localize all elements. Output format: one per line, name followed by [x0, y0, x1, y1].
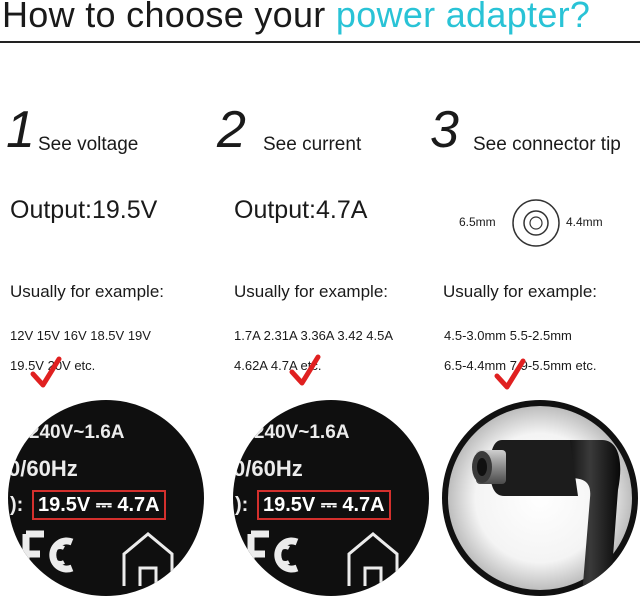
usually-label: Usually for example: — [234, 282, 389, 301]
label-rating-text: 0-240V~1.6A — [12, 422, 125, 443]
example-line-1: 12V 15V 16V 18.5V 19V — [10, 328, 151, 343]
label-prefix-text: ): — [235, 494, 249, 516]
output-voltage: Output:19.5V — [10, 196, 158, 224]
checkmark-icon — [30, 356, 62, 388]
output-current: Output:4.7A — [234, 196, 368, 224]
title-underline — [0, 41, 640, 43]
example-line-1: 1.7A 2.31A 3.36A 3.42 4.5A — [234, 328, 394, 343]
example-line-1: 4.5-3.0mm 5.5-2.5mm — [444, 328, 572, 343]
page-title: How to choose your power adapter? — [2, 0, 590, 36]
connector-tip-diagram-icon — [512, 199, 560, 247]
usually-label: Usually for example: — [443, 282, 598, 301]
output-highlight-box: 19.5V ⎓ 4.7A — [257, 490, 391, 520]
label-prefix-text: ): — [10, 494, 24, 516]
step-number: 2 — [217, 101, 246, 159]
indoor-use-house-icon — [122, 532, 174, 586]
dc-plug-photo — [448, 406, 632, 596]
label-frequency-text: 0/60Hz — [233, 456, 303, 481]
step-voltage: 1 See voltage Output:19.5V Usually for e… — [0, 0, 213, 596]
usually-label: Usually for example: — [10, 282, 165, 301]
step-number: 1 — [6, 101, 35, 159]
fcc-logo-icon — [247, 530, 299, 576]
output-highlight-box: 19.5V ⎓ 4.7A — [32, 490, 166, 520]
indoor-use-house-icon — [347, 532, 399, 586]
step-label: See voltage — [38, 134, 139, 155]
title-prefix: How to choose your — [2, 0, 336, 35]
checkmark-icon — [494, 358, 526, 390]
fcc-logo-icon — [22, 530, 74, 576]
outer-diameter-label: 6.5mm — [459, 215, 496, 229]
checkmark-icon — [289, 354, 321, 386]
step-number: 3 — [430, 101, 459, 159]
step-current: 2 See current Output:4.7A Usually for ex… — [213, 0, 429, 596]
label-rating-text: 0-240V~1.6A — [237, 422, 350, 443]
step-label: See connector tip — [473, 134, 621, 155]
step-connector: 3 See connector tip 6.5mm 4.4mm Usually … — [426, 0, 639, 596]
label-frequency-text: 0/60Hz — [8, 456, 78, 481]
example-line-2: 4.62A 4.7A etc. — [234, 358, 322, 373]
step-label: See current — [263, 134, 362, 155]
title-accent: power adapter? — [335, 0, 591, 35]
label-photo: 0-240V~1.6A 0/60Hz ): 19.5V ⎓ 4.7A — [8, 400, 204, 596]
connector-photo — [442, 400, 638, 596]
inner-diameter-label: 4.4mm — [566, 215, 603, 229]
label-photo: 0-240V~1.6A 0/60Hz ): 19.5V ⎓ 4.7A — [233, 400, 429, 596]
